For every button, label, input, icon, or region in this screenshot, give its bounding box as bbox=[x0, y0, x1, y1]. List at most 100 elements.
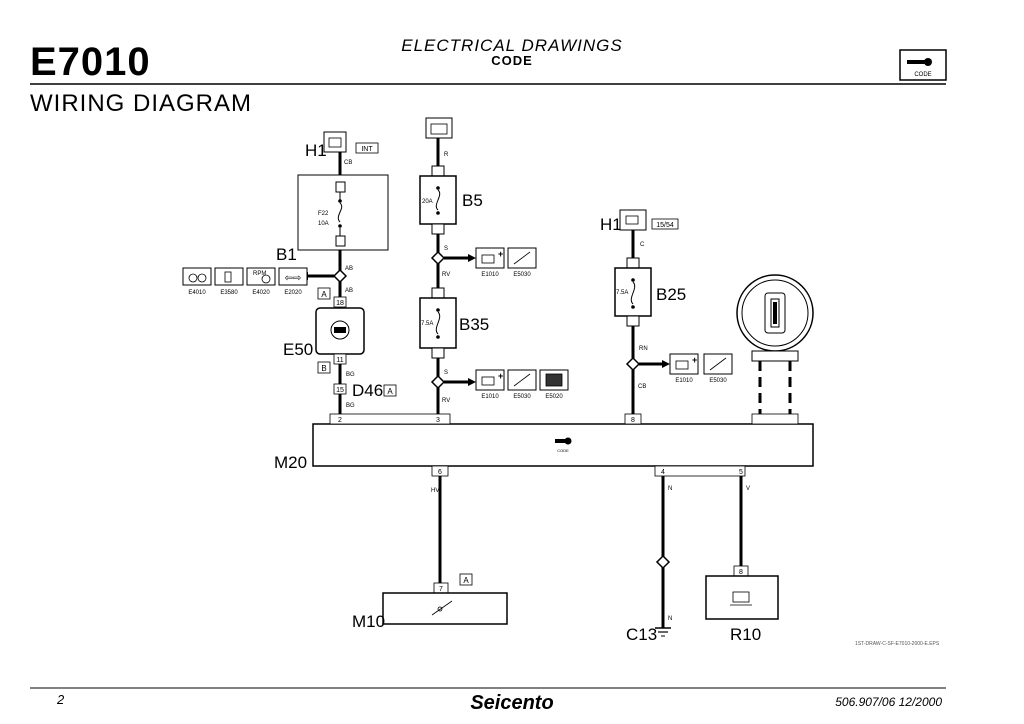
svg-text:6: 6 bbox=[438, 469, 442, 476]
svg-text:CB: CB bbox=[638, 384, 646, 390]
svg-text:RV: RV bbox=[442, 272, 450, 278]
svg-text:HV: HV bbox=[431, 488, 439, 494]
svg-text:E5030: E5030 bbox=[513, 272, 531, 278]
svg-text:B: B bbox=[321, 364, 326, 373]
e50-component: E50 bbox=[283, 307, 365, 359]
svg-text:5: 5 bbox=[739, 469, 743, 476]
svg-text:10A: 10A bbox=[318, 221, 329, 227]
svg-text:B35: B35 bbox=[459, 315, 489, 334]
svg-text:V: V bbox=[746, 486, 750, 492]
r10-component: 8 R10 bbox=[705, 565, 779, 644]
svg-text:R: R bbox=[444, 152, 449, 158]
svg-text:C: C bbox=[640, 242, 645, 248]
svg-text:INT: INT bbox=[361, 146, 373, 153]
splice-node bbox=[430, 250, 446, 266]
ref-e1010-icon: + E1010 bbox=[475, 247, 505, 278]
section-title: WIRING DIAGRAM bbox=[30, 90, 252, 117]
code-logo: CODE bbox=[899, 49, 947, 81]
battery-icon bbox=[425, 117, 453, 139]
svg-text:8: 8 bbox=[739, 569, 743, 576]
ref-e3580-icon: E3580 bbox=[214, 267, 244, 296]
svg-text:RPM: RPM bbox=[253, 271, 266, 277]
svg-text:B25: B25 bbox=[656, 285, 686, 304]
svg-text:15: 15 bbox=[336, 387, 344, 394]
svg-text:+: + bbox=[692, 355, 697, 365]
svg-text:18: 18 bbox=[336, 300, 344, 307]
svg-text:3: 3 bbox=[436, 417, 440, 424]
svg-text:F22: F22 bbox=[318, 211, 329, 217]
svg-text:AB: AB bbox=[345, 288, 353, 294]
file-reference: 1ST-DRAW-C-SF-E7010-2000-E.EPS bbox=[855, 641, 940, 647]
ref-e5030-icon: E5030 bbox=[507, 369, 537, 400]
m10-component: 7 A M10 bbox=[352, 573, 508, 631]
ref-e4010-icon: E4010 bbox=[182, 267, 212, 296]
ref-e5030-icon: E5030 bbox=[703, 353, 733, 384]
svg-text:D46: D46 bbox=[352, 381, 383, 400]
svg-text:4: 4 bbox=[661, 469, 665, 476]
svg-text:A: A bbox=[321, 290, 327, 299]
svg-text:E1010: E1010 bbox=[481, 272, 499, 278]
svg-text:C13: C13 bbox=[626, 625, 657, 644]
header-subtitle: CODE bbox=[491, 53, 533, 68]
svg-text:8: 8 bbox=[631, 417, 635, 424]
svg-text:CODE: CODE bbox=[557, 448, 569, 453]
svg-text:E4020: E4020 bbox=[252, 290, 270, 296]
svg-text:E50: E50 bbox=[283, 340, 313, 359]
svg-text:7.5A: 7.5A bbox=[421, 321, 433, 327]
svg-text:CODE: CODE bbox=[914, 72, 931, 78]
svg-text:H1: H1 bbox=[600, 215, 622, 234]
svg-text:M20: M20 bbox=[274, 453, 307, 472]
h1-right-switch: H1 15/54 bbox=[600, 209, 679, 234]
svg-text:S: S bbox=[444, 370, 448, 376]
ref-e1010-icon: + E1010 bbox=[669, 353, 699, 384]
svg-text:N: N bbox=[668, 486, 672, 492]
svg-text:B5: B5 bbox=[462, 191, 483, 210]
splice-node bbox=[332, 268, 348, 284]
svg-text:15/54: 15/54 bbox=[656, 222, 674, 229]
splice-node bbox=[430, 374, 446, 390]
ref-e1010-icon: + E1010 bbox=[475, 369, 505, 400]
svg-text:2: 2 bbox=[338, 417, 342, 424]
svg-text:RV: RV bbox=[442, 398, 450, 404]
svg-text:E3580: E3580 bbox=[220, 290, 238, 296]
m20-control-unit: 2 3 8 CODE M20 6 4 5 bbox=[274, 413, 814, 477]
diagram-code: E7010 bbox=[30, 40, 151, 84]
svg-text:E4010: E4010 bbox=[188, 290, 206, 296]
svg-text:S: S bbox=[444, 246, 448, 252]
svg-text:BG: BG bbox=[346, 403, 355, 409]
splice-node bbox=[625, 356, 641, 372]
b25-fuse: 7.5A B25 bbox=[614, 257, 686, 327]
svg-text:E5020: E5020 bbox=[545, 394, 563, 400]
h1-top-switch: H1 INT bbox=[305, 131, 379, 160]
svg-text:N: N bbox=[668, 616, 672, 622]
svg-text:A: A bbox=[463, 576, 469, 585]
svg-text:CB: CB bbox=[344, 160, 352, 166]
svg-text:H1: H1 bbox=[305, 141, 327, 160]
svg-text:7.5A: 7.5A bbox=[616, 290, 628, 296]
svg-text:M10: M10 bbox=[352, 612, 385, 631]
svg-text:A: A bbox=[387, 387, 393, 396]
document-reference: 506.907/06 12/2000 bbox=[835, 695, 942, 709]
svg-text:E5030: E5030 bbox=[709, 378, 727, 384]
b35-fuse: 7.5A B35 bbox=[419, 287, 489, 359]
b5-fuse: 20A B5 bbox=[419, 165, 483, 235]
svg-text:7: 7 bbox=[439, 586, 443, 593]
immobilizer-antenna-icon bbox=[736, 274, 814, 420]
svg-text:+: + bbox=[498, 371, 503, 381]
ref-e4020-icon: RPM E4020 bbox=[246, 267, 276, 296]
svg-text:R10: R10 bbox=[730, 625, 761, 644]
svg-text:20A: 20A bbox=[422, 199, 433, 205]
svg-text:11: 11 bbox=[336, 357, 343, 364]
ref-e5020-icon: E5020 bbox=[539, 369, 569, 400]
page-number: 2 bbox=[57, 692, 65, 707]
header-title: ELECTRICAL DRAWINGS bbox=[401, 36, 623, 55]
b1-fuse-box: F22 10A B1 bbox=[276, 174, 389, 264]
svg-text:E2020: E2020 bbox=[284, 290, 302, 296]
svg-text:B1: B1 bbox=[276, 245, 297, 264]
c13-ground-icon: N C13 bbox=[626, 554, 672, 644]
model-name: Seicento bbox=[470, 692, 554, 714]
svg-text:E1010: E1010 bbox=[675, 378, 693, 384]
svg-text:+: + bbox=[498, 249, 503, 259]
svg-text:E1010: E1010 bbox=[481, 394, 499, 400]
